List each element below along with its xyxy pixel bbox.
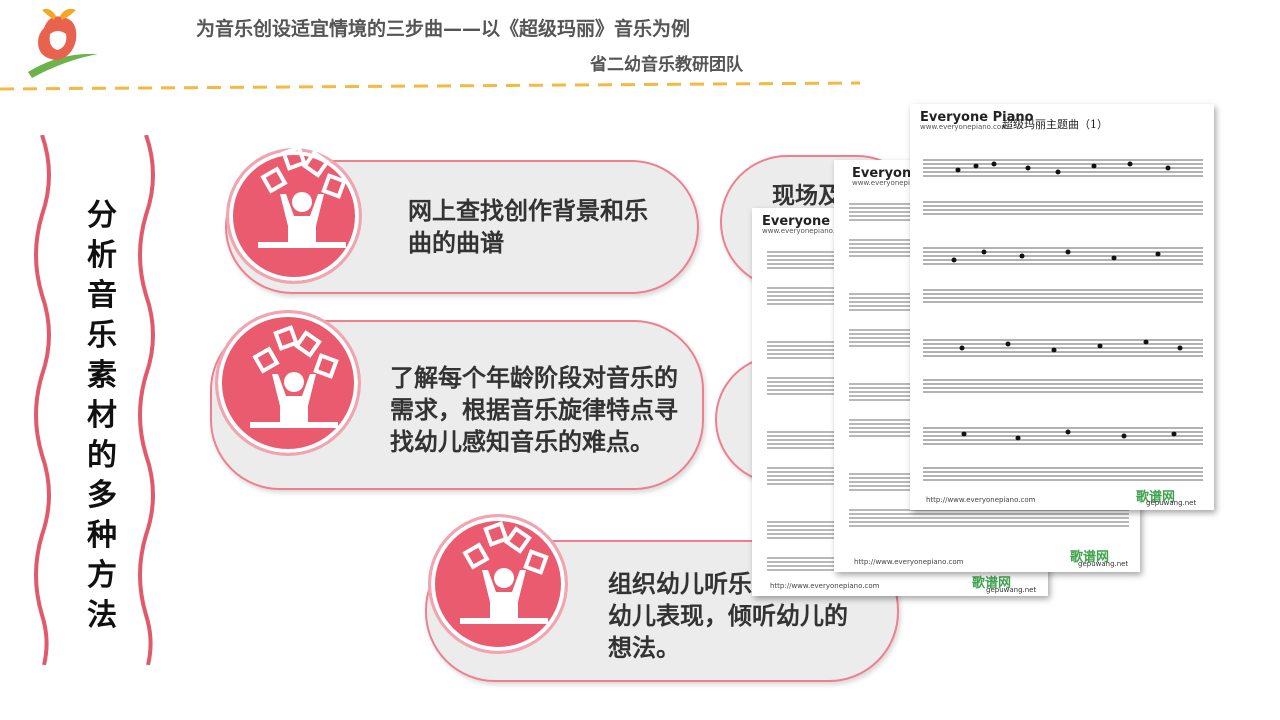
sheet-brand-url: www.everyonepiano.com	[762, 227, 851, 235]
method-text-1-content: 网上查找创作背景和乐曲的曲谱	[408, 197, 648, 257]
juggling-person-icon	[250, 325, 339, 428]
method-text-2-content: 了解每个年龄阶段对音乐的需求，根据音乐旋律特点寻找幼儿感知音乐的难点。	[390, 364, 678, 456]
method-text-1: 网上查找创作背景和乐曲的曲谱	[408, 195, 658, 259]
side-title-char: 素	[87, 358, 117, 393]
method-label-4: 现场及	[772, 183, 841, 209]
sheet-footer-url: http://www.everyonepiano.com	[770, 582, 880, 590]
side-title-char: 音	[87, 278, 117, 313]
method-text-3: 组织幼儿听乐 幼儿表现，倾听幼儿的 想法。	[608, 568, 878, 664]
side-title-char: 析	[87, 238, 117, 273]
sheet-watermark-sub: gepuwang.net	[986, 586, 1037, 594]
side-title-wave-right	[138, 135, 155, 665]
method-text-2: 了解每个年龄阶段对音乐的需求，根据音乐旋律特点寻找幼儿感知音乐的难点。	[390, 362, 680, 458]
side-title-char: 的	[87, 438, 117, 473]
header-subtitle: 省二幼音乐教研团队	[590, 55, 743, 75]
side-title-char: 种	[87, 518, 117, 553]
sheet-watermark: 歌谱网	[1136, 490, 1176, 505]
sheet-song-title: 超级玛丽主题曲（1）	[1002, 118, 1108, 131]
juggling-person-icon	[460, 521, 549, 624]
sheet-brand: Everyone Piano	[920, 110, 1034, 125]
sheet-music-page-1: Everyone Piano www.everyonepiano.com 超级玛…	[910, 104, 1214, 510]
side-title-char: 方	[87, 558, 117, 593]
side-title-char: 多	[87, 478, 117, 513]
staff-lines	[923, 159, 1203, 481]
sheet-watermark-sub: gepuwang.net	[1078, 560, 1129, 568]
method-text-3-line: 幼儿表现，倾听幼儿的	[608, 602, 848, 630]
header-divider	[0, 81, 860, 91]
header-title: 为音乐创设适宜情境的三步曲——以《超级玛丽》音乐为例	[196, 18, 691, 40]
method-text-3-line: 想法。	[608, 634, 680, 662]
sheet-watermark: 歌谱网	[972, 576, 1012, 591]
side-title: 分 析 音 乐 素 材 的 多 种 方 法	[82, 196, 122, 636]
side-title-char: 分	[87, 198, 117, 233]
method-text-3-line: 组织幼儿听乐	[608, 570, 752, 598]
side-title-char: 乐	[87, 318, 117, 353]
sheet-footer-url: http://www.everyonepiano.com	[854, 558, 964, 566]
sheet-footer-url: http://www.everyonepiano.com	[926, 496, 1036, 504]
sheet-brand-url: www.everyonepiano.com	[920, 123, 1009, 131]
sheet-brand-url: www.everyonepiano.com	[852, 179, 941, 187]
school-logo	[28, 8, 98, 78]
side-title-char: 法	[87, 598, 117, 633]
juggling-person-icon	[258, 145, 347, 248]
sheet-watermark: 歌谱网	[1070, 550, 1110, 565]
method-icon-disc-3	[428, 514, 568, 654]
side-title-wave-left	[34, 135, 51, 665]
sheet-watermark-sub: gepuwang.net	[1146, 499, 1197, 507]
side-title-char: 材	[87, 398, 117, 433]
